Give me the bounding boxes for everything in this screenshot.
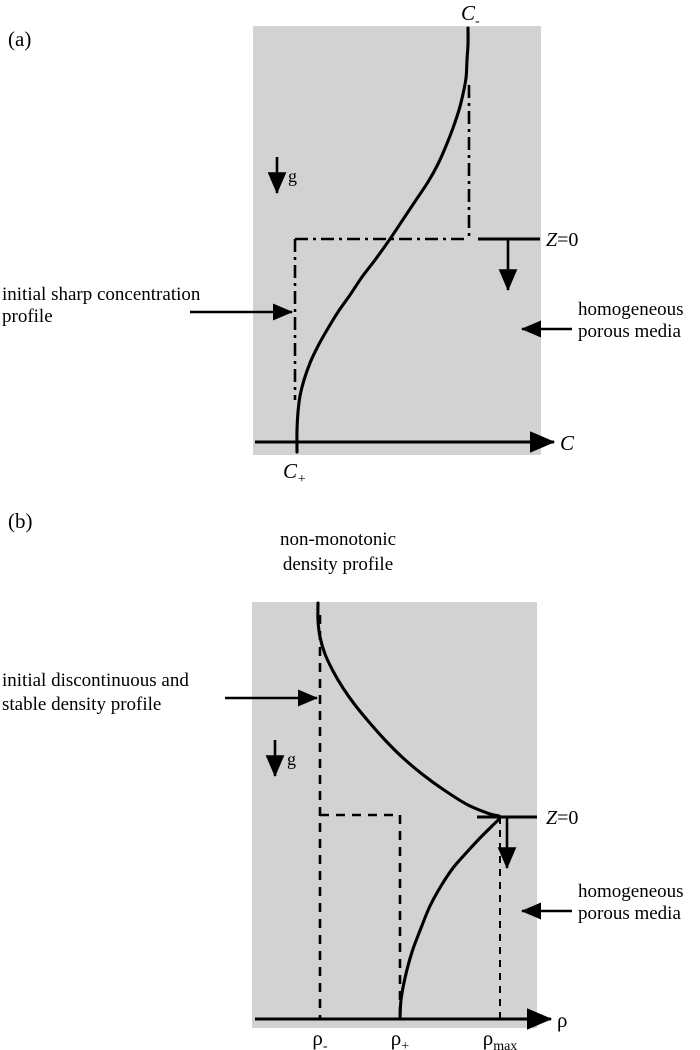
panel-a-c-minus-label: C- — [461, 1, 480, 29]
panel-a-label: (a) — [8, 27, 31, 51]
panel-b-axis-label: ρ — [557, 1008, 567, 1032]
c-plus-base: C — [283, 459, 298, 483]
tick-base: ρ — [391, 1026, 401, 1050]
panel-b-initial-step — [318, 615, 402, 1019]
panel-a-concentration-curve — [295, 26, 470, 454]
panel-a-c-plus-label: C+ — [283, 459, 306, 487]
panel-b-title-line2: density profile — [283, 554, 393, 575]
z-italic: Z — [546, 229, 558, 251]
panel-b-title-line1: non-monotonic — [280, 529, 396, 550]
panel-b-right-annotation-line1: homogeneous — [578, 881, 684, 902]
tick-subscript: + — [401, 1039, 409, 1050]
c-minus-base: C — [461, 1, 476, 25]
panel-a-gravity-label: g — [288, 166, 297, 186]
tick-base: ρ — [312, 1026, 322, 1050]
z-equals-zero-b: =0 — [557, 807, 578, 829]
panel-b-z-zero-label: Z=0 — [546, 807, 578, 829]
c-minus-subscript: - — [475, 14, 480, 29]
z-equals-zero: =0 — [557, 229, 578, 251]
tick-subscript: - — [323, 1039, 328, 1050]
tick-subscript: max — [493, 1039, 517, 1050]
panel-a-right-annotation-line1: homogeneous — [578, 299, 684, 320]
panel-a-group: (a) C- C+ C Z=0 g initial sharp concentr… — [2, 1, 684, 487]
panel-a-initial-step — [293, 85, 471, 400]
panel-b-right-annotation-line2: porous media — [578, 903, 681, 924]
panel-b-left-annotation-line2: stable density profile — [2, 694, 161, 715]
panel-b-label: (b) — [8, 509, 33, 533]
c-plus-subscript: + — [297, 472, 306, 487]
panel-b-group: (b) non-monotonic density profile Z=0 g … — [2, 509, 684, 1050]
panel-a-right-annotation-line2: porous media — [578, 321, 681, 342]
z-italic-b: Z — [546, 807, 558, 829]
panel-b-tick-label: ρ+ — [391, 1026, 409, 1050]
panel-a-left-annotation-line2: profile — [2, 306, 53, 327]
panel-b-tick-label-group: ρ-ρ+ρmax — [312, 1026, 518, 1050]
panel-b-tick-label: ρmax — [483, 1026, 518, 1050]
panel-b-left-annotation-line1: initial discontinuous and — [2, 670, 189, 691]
panel-b-gravity-label: g — [287, 749, 296, 769]
panel-b-tick-label: ρ- — [312, 1026, 327, 1050]
panel-a-axis-label: C — [560, 431, 575, 455]
tick-base: ρ — [483, 1026, 493, 1050]
panel-a-z-zero-label: Z=0 — [546, 229, 578, 251]
panel-a-left-annotation-line1: initial sharp concentration — [2, 284, 201, 305]
panel-b-density-curve — [316, 601, 502, 1021]
